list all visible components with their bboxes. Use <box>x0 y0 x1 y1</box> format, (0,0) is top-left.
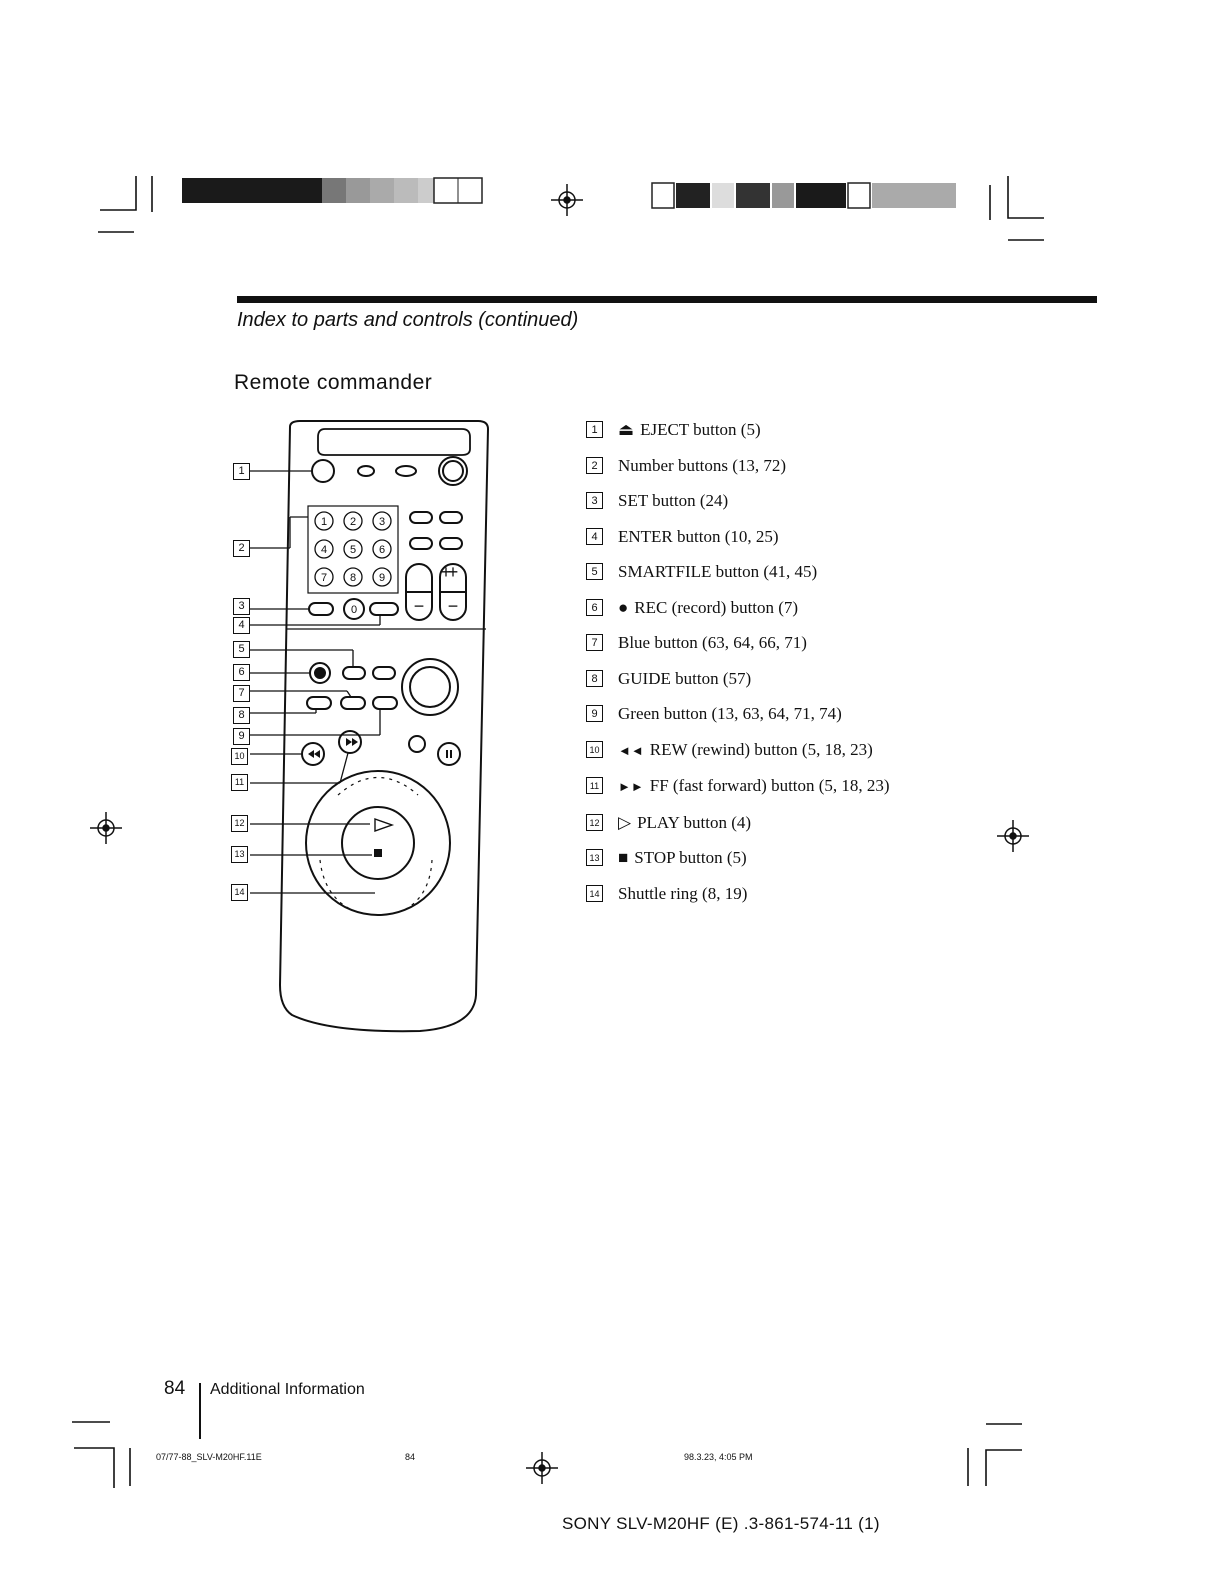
callout-11: 11 <box>231 774 248 791</box>
item-text: SMARTFILE button (41, 45) <box>618 562 818 581</box>
section-title: Index to parts and controls (continued) <box>237 309 579 331</box>
list-item: 13 ■ STOP button (5) <box>582 848 962 868</box>
record-icon: ● <box>618 597 629 617</box>
keypad-digit: 1 <box>321 516 327 528</box>
list-item: 5 SMARTFILE button (41, 45) <box>582 562 962 582</box>
list-item: 6 ●REC (record) button (7) <box>582 598 962 618</box>
keypad-digit: 8 <box>350 572 356 584</box>
rewind-icon: ◄◄ <box>618 742 644 758</box>
item-text: STOP button (5) <box>634 848 747 867</box>
item-text: REC (record) button (7) <box>634 597 799 617</box>
callout-4: 4 <box>233 617 250 634</box>
keypad-digit: 2 <box>350 516 356 528</box>
list-item: 8 GUIDE button (57) <box>582 669 962 689</box>
print-file: 07/77-88_SLV-M20HF.11E <box>156 1452 262 1462</box>
callout-10: 10 <box>231 748 248 765</box>
item-text: Green button (13, 63, 64, 71, 74) <box>618 704 842 723</box>
item-number: 12 <box>586 813 603 831</box>
print-date: 98.3.23, 4:05 PM <box>684 1452 753 1462</box>
model-line: SONY SLV-M20HF (E) .3-861-574-11 (1) <box>562 1514 880 1533</box>
fast-forward-icon: ►► <box>618 779 644 794</box>
list-item: 14 Shuttle ring (8, 19) <box>582 884 962 904</box>
callout-3: 3 <box>233 598 250 615</box>
callout-5: 5 <box>233 641 250 658</box>
stop-icon: ■ <box>618 848 629 867</box>
item-number: 2 <box>586 456 603 474</box>
list-item: 12 ▷PLAY button (4) <box>582 813 962 833</box>
item-text: SET button (24) <box>618 491 729 510</box>
keypad-digit: 5 <box>350 544 356 556</box>
list-item: 11 ►► FF (fast forward) button (5, 18, 23) <box>582 776 962 797</box>
callout-6: 6 <box>233 664 250 681</box>
callout-1: 1 <box>233 463 250 480</box>
section-rule <box>237 296 1097 303</box>
item-text: ENTER button (10, 25) <box>618 526 779 546</box>
keypad-digit: 4 <box>321 544 327 556</box>
remote-illustration: 1 2 3 4 5 6 7 8 9 0 + + − − <box>250 420 490 1033</box>
keypad-digit: 6 <box>379 544 385 556</box>
keypad-digit: 0 <box>351 604 357 616</box>
callout-14: 14 <box>231 884 248 901</box>
list-item: 3 SET button (24) <box>582 491 962 511</box>
item-number: 8 <box>586 669 603 687</box>
item-number: 7 <box>586 634 603 651</box>
plus-icon: + <box>448 562 459 582</box>
item-number: 3 <box>586 492 603 509</box>
item-text: EJECT button (5) <box>640 420 761 439</box>
callout-12: 12 <box>231 815 248 832</box>
callout-2: 2 <box>233 540 250 557</box>
subsection-title: Remote commander <box>234 371 433 394</box>
minus-icon: − <box>448 596 459 616</box>
item-number: 13 <box>586 849 603 866</box>
list-item: 4 ENTER button (10, 25) <box>582 527 962 547</box>
footer-section-name: Additional Information <box>210 1381 365 1398</box>
item-text: GUIDE button (57) <box>618 668 752 688</box>
item-number: 11 <box>586 777 603 794</box>
footer-divider <box>199 1383 201 1439</box>
plus-icon: + <box>441 562 452 582</box>
item-number: 1 <box>586 421 603 438</box>
item-text: FF (fast forward) button (5, 18, 23) <box>649 776 890 795</box>
callout-9: 9 <box>233 728 250 745</box>
play-icon: ▷ <box>618 812 632 832</box>
page-number: 84 <box>164 1378 186 1399</box>
callout-8: 8 <box>233 707 250 724</box>
keypad-digit: 3 <box>379 516 385 528</box>
callout-13: 13 <box>231 846 248 863</box>
item-number: 9 <box>586 705 603 722</box>
list-item: 10 ◄◄ REW (rewind) button (5, 18, 23) <box>582 740 962 761</box>
item-number: 4 <box>586 527 603 545</box>
item-number: 14 <box>586 884 603 902</box>
item-text: PLAY button (4) <box>637 812 752 832</box>
list-item: 2 Number buttons (13, 72) <box>582 456 962 476</box>
item-number: 5 <box>586 563 603 580</box>
list-item: 9 Green button (13, 63, 64, 71, 74) <box>582 704 962 724</box>
list-item: 1 ⏏ EJECT button (5) <box>582 420 962 440</box>
parts-index-list: 1 ⏏ EJECT button (5) 2 Number buttons (13, … <box>582 420 962 919</box>
keypad-digit: 9 <box>379 572 385 584</box>
item-text: REW (rewind) button (5, 18, 23) <box>649 739 873 759</box>
list-item: 7 Blue button (63, 64, 66, 71) <box>582 633 962 653</box>
item-text: Shuttle ring (8, 19) <box>618 883 748 903</box>
item-number: 6 <box>586 598 603 616</box>
item-text: Blue button (63, 64, 66, 71) <box>618 633 807 652</box>
minus-icon: − <box>414 596 425 616</box>
callout-7: 7 <box>233 685 250 702</box>
item-number: 10 <box>586 740 603 758</box>
eject-icon: ⏏ <box>618 420 635 439</box>
item-text: Number buttons (13, 72) <box>618 455 787 475</box>
print-page: 84 <box>405 1452 416 1462</box>
keypad-digit: 7 <box>321 572 327 584</box>
